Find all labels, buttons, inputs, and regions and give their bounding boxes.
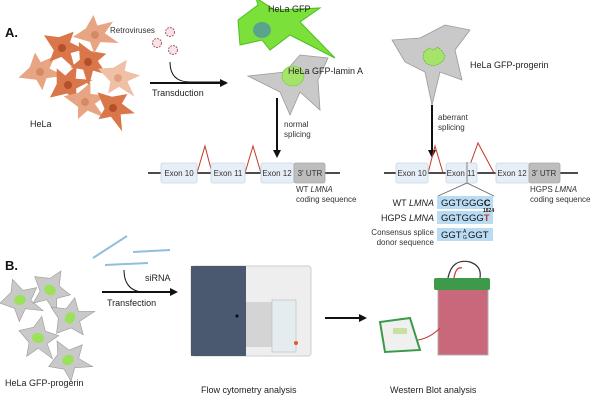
consensus-seq-start: GGT [441,230,462,241]
consensus-label-2: donor sequence [377,238,435,247]
wt-exon-11 [210,162,246,184]
hela-gfp-progerin-cell [391,24,471,106]
normal-splicing-label-2: splicing [284,130,311,139]
wt-exon-10 [160,162,198,184]
hgps-gene-diagram: Exon 10 Exon 11 Exon 12 3' UTR [384,141,578,197]
panel-b-label: B. [5,258,18,273]
wt-sequence: GGTGGGC [441,198,491,209]
hela-gfp-progerin-label: HeLa GFP-progerin [470,60,549,70]
hela-cell-cluster [12,11,146,136]
hgps-3utr [528,162,561,184]
hela-gfp-cell [237,0,336,59]
hela-gfp-lamin-cell [246,54,329,117]
hgps-sequence: GGTGGGT [441,213,490,224]
hgps-exon-12-label: Exon 12 [497,169,527,178]
retroviruses-label: Retroviruses [110,26,155,35]
wt-exon-11-label: Exon 11 [214,169,243,178]
consensus-alt-a: A [463,229,467,235]
flow-cytometry-label: Flow cytometry analysis [201,385,297,395]
panel-a-label: A. [5,25,18,40]
sirna-label: siRNA [145,273,171,283]
wt-exon-10-label: Exon 10 [164,169,194,178]
western-blot-icon [378,260,490,356]
transfection-label: Transfection [107,298,156,308]
wt-caption: WT LMNA [296,185,333,194]
western-blot-label: Western Blot analysis [390,385,477,395]
hgps-exon-11-label: Exon 11 [447,169,476,178]
flow-cytometer-icon [190,265,312,357]
wt-exon-12-label: Exon 12 [262,169,292,178]
hgps-exon-10 [395,162,429,184]
consensus-label-1: Consensus splice [371,228,434,237]
hela-gfp-lamin-label: HeLa GFP-lamin A [288,66,363,76]
aberrant-splicing-label-1: aberrant [438,113,469,122]
wt-gene-diagram: Exon 10 Exon 11 Exon 12 3' UTR [148,144,340,184]
normal-splicing-label-1: normal [284,120,309,129]
transduction-label: Transduction [152,88,204,98]
wt-3utr-label: 3' UTR [298,169,323,178]
consensus-seq-end: GGT [468,230,489,241]
wt-3utr [293,162,326,184]
aberrant-splicing-label-2: splicing [438,123,465,132]
virus-curve [169,61,226,83]
sirna-strands-icon [92,235,171,266]
hgps-caption-line2: coding sequence [530,195,591,204]
sirna-curve [123,269,143,293]
hgps-seq-label: HGPS LMNA [381,213,434,223]
retrovirus-icons [152,27,178,55]
mutation-position: 1824 [483,208,494,214]
hgps-exon-11 [445,162,478,184]
consensus-alt-g: G [463,235,467,241]
hgps-3utr-label: 3' UTR [532,169,557,178]
hela-gfp-label: HeLa GFP [268,4,311,14]
hela-label: HeLa [30,119,52,129]
progerin-cells-label: HeLa GFP-progerin [5,378,84,388]
progerin-cells-cluster [0,260,98,388]
sequence-comparison: WT LMNA HGPS LMNA Consensus splice donor… [371,196,494,247]
wt-seq-label: WT LMNA [393,198,434,208]
hgps-caption: HGPS LMNA [530,185,577,194]
hgps-exon-10-label: Exon 10 [397,169,427,178]
wt-caption-line2: coding sequence [296,195,357,204]
